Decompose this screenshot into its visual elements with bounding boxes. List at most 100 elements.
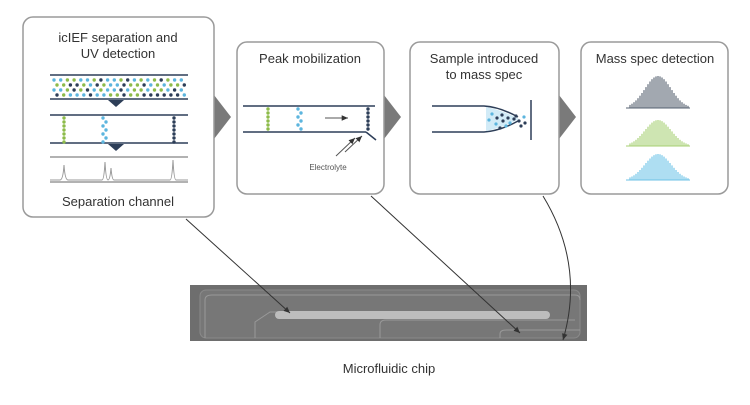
particle-dot (92, 78, 96, 82)
step-arrow-3 (559, 95, 576, 139)
band-dot (366, 111, 370, 115)
spray-droplet (522, 115, 526, 119)
electrolyte-label: Electrolyte (309, 163, 347, 172)
band-dot (366, 127, 370, 131)
particle-dot (169, 93, 173, 97)
particle-dot (172, 88, 177, 92)
particle-dot (155, 83, 160, 87)
band-dot (62, 128, 66, 132)
particle-dot (65, 88, 70, 92)
particle-dot (85, 88, 90, 92)
particle-dot (162, 83, 166, 87)
particle-dot (139, 88, 143, 92)
particle-dot (169, 83, 173, 87)
particle-dot (59, 88, 63, 92)
step2-title: Peak mobilization (259, 51, 361, 66)
particle-dot (152, 88, 157, 92)
particle-dot (95, 83, 99, 87)
band-dot (296, 123, 300, 127)
particle-dot (52, 88, 56, 92)
particle-dot (82, 93, 86, 97)
band-dot (266, 127, 270, 131)
band-dot (299, 119, 303, 123)
step-box-mobilization: Peak mobilization Electrolyte (236, 41, 385, 195)
chip-caption: Microfluidic chip (343, 361, 435, 376)
band-dot (172, 136, 176, 140)
particle-dot (68, 93, 73, 97)
band-dot (101, 132, 105, 136)
spray-droplet (504, 124, 508, 128)
particle-dot (122, 83, 126, 87)
spray-droplet (508, 121, 512, 125)
particle-dot (166, 78, 170, 82)
particle-dot (155, 93, 160, 97)
band-dot (366, 107, 370, 111)
spray-droplet (487, 118, 491, 122)
particle-dot (75, 83, 79, 87)
band-dot (266, 111, 270, 115)
mass-spectrum (626, 76, 690, 109)
band-dot (104, 136, 108, 140)
band-dot (104, 128, 108, 132)
particle-dot (102, 93, 106, 97)
particle-dot (92, 88, 96, 92)
particle-dot (179, 88, 183, 92)
step-arrow-1 (214, 95, 231, 139)
particle-dot (119, 78, 123, 82)
particle-dot (99, 88, 103, 92)
band-dot (366, 115, 370, 119)
particle-dot (179, 78, 183, 82)
electrolyte-arrow-2 (344, 135, 363, 153)
band-dot (172, 140, 176, 144)
particle-dot (112, 78, 117, 82)
step-box-ms-detection: Mass spec detection (580, 41, 729, 195)
particle-dot (115, 93, 120, 97)
particle-dot (88, 83, 93, 87)
particle-dot (95, 93, 99, 97)
particle-dot (79, 78, 83, 82)
particle-dot (68, 83, 73, 87)
step-box-separation: icIEF separation and UV detection Separa… (22, 16, 215, 218)
down-marker-1 (108, 100, 124, 107)
pointer-line-1 (185, 218, 291, 314)
particle-dot (142, 83, 146, 87)
particle-dot (175, 83, 180, 87)
step-box-sample-intro: Sample introduced to mass spec (409, 41, 560, 195)
emitter-tube (432, 105, 519, 133)
step3-title-line2: to mass spec (446, 67, 523, 82)
particle-dot (132, 78, 137, 82)
pointer-line-3 (542, 195, 571, 341)
particle-dot (182, 93, 186, 97)
particle-dot (159, 88, 163, 92)
particle-dot (175, 93, 180, 97)
band-dot (104, 120, 108, 124)
band-dot (62, 136, 66, 140)
band-dot (62, 116, 66, 120)
step3-title-line1: Sample introduced (430, 51, 538, 66)
band-dot (266, 123, 270, 127)
band-dot (62, 124, 66, 128)
band-dot (299, 111, 303, 115)
particle-dot (108, 83, 113, 87)
particle-dot (146, 78, 150, 82)
step1-title-line2: UV detection (81, 46, 155, 61)
particle-dot (129, 83, 133, 87)
particle-dot (85, 78, 90, 82)
particle-dot (166, 88, 170, 92)
particle-dot (119, 88, 123, 92)
particle-dot (55, 93, 59, 97)
spray-droplet (494, 122, 498, 126)
band-dot (266, 115, 270, 119)
spray-droplet (506, 116, 510, 120)
pointer-line-2 (370, 195, 521, 334)
particle-dot (152, 78, 157, 82)
step4-title: Mass spec detection (596, 51, 715, 66)
particle-dot (62, 93, 66, 97)
particle-dot (112, 88, 117, 92)
particle-dot (105, 78, 110, 82)
particle-dot (149, 93, 153, 97)
particle-dot (149, 83, 153, 87)
particle-dot (52, 78, 56, 82)
microfluidic-chip (190, 285, 587, 341)
